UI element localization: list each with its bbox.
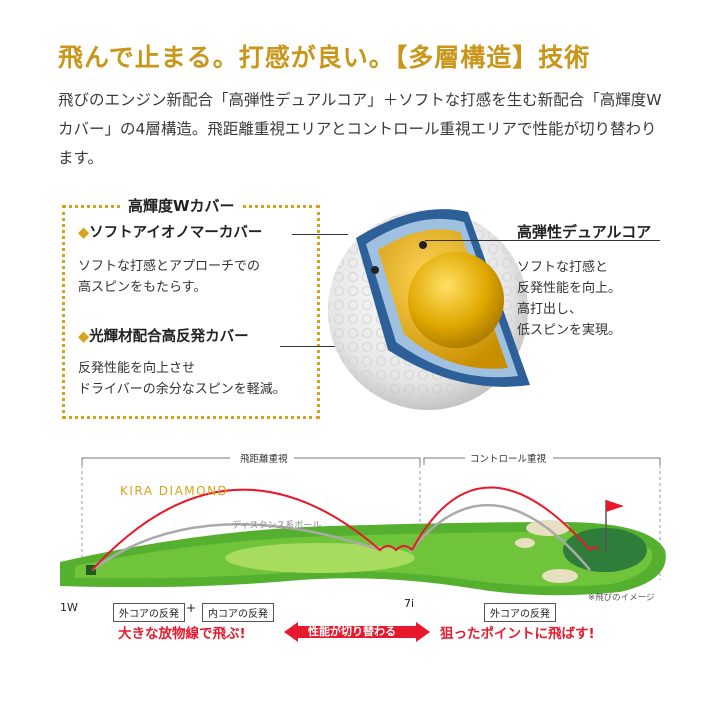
kira-trajectory-approach [411,486,599,552]
trajectory-diagram [60,450,666,596]
inner-core [408,252,504,348]
cover-item1-desc-line1: ソフトな打感とアプローチでの [78,259,261,274]
golf-ball-cutaway-illustration [328,209,530,410]
switch-arrow-icon [284,622,430,642]
core-desc-line1: ソフトな打感と [517,260,609,275]
core-title: 高弾性デュアルコア [517,223,652,241]
core-desc: ソフトな打感と 反発性能を向上。 高打出し、 低スピンを実現。 [517,257,621,341]
cover-item1-name: ソフトアイオノマーカバー [89,225,263,241]
switch-label: 性能が切り替わる [308,625,396,638]
cover-item1-desc: ソフトな打感とアプローチでの 高スピンをもたらす。 [78,256,260,298]
green [563,528,647,572]
headline: 飛んで止まる。打感が良い。【多層構造】技術 [58,43,591,72]
flag-icon [606,500,624,512]
cover-item2-desc-line1: 反発性能を向上させ [78,361,196,376]
zone-label-distance: 飛距離重視 [240,454,288,465]
slogan-control: 狙ったポイントに飛ばす! [440,626,595,642]
label-outer-core-right: 外コアの反発 [484,603,556,622]
cover-item2-desc-line2: ドライバーの余分なスピンを軽減。 [78,382,286,397]
bunker-3 [515,538,535,548]
zone-label-control: コントロール重視 [470,454,547,465]
pointer-dot-cover-outer [419,241,427,249]
cover-item1-desc-line2: 高スピンをもたらす。 [78,280,207,295]
comparison-trajectory-drive [91,523,381,572]
pointer-dot-cover-inner [371,266,379,274]
diamond-bullet-icon: ◆ [78,225,90,241]
cover-item1-title: ◆ソフトアイオノマーカバー [78,221,262,242]
cover-item2-name: 光輝材配合高反発カバー [89,329,249,345]
image-note: ※飛びのイメージ [588,593,655,603]
cover-item2-desc: 反発性能を向上させ ドライバーの余分なスピンを軽減。 [78,358,286,400]
club-label-7i: 7i [404,597,415,610]
diamond-bullet-icon: ◆ [78,329,90,345]
core-desc-line3: 高打出し、 [517,302,583,317]
leader-line-item2 [280,346,372,347]
leader-line-item1 [292,234,348,235]
label-outer-core: 外コアの反発 [113,603,185,622]
comparison-trajectory-approach [409,503,591,571]
cover-title: 高輝度Wカバー [122,195,241,216]
label-inner-core: 内コアの反発 [202,603,274,622]
landing-area [225,543,415,573]
club-label-1w: 1W [60,601,78,614]
brand-label: KIRA DIAMOND [120,484,229,498]
plus-sign: + [186,601,197,615]
kira-trajectory-drive [91,488,413,571]
core-desc-line2: 反発性能を向上。 [517,281,622,296]
tee-box [86,565,96,575]
leader-line-core [425,240,660,241]
comparison-label: ディスタンス系ボール [232,521,322,531]
core-desc-line4: 低スピンを実現。 [517,323,622,338]
intro-text: 飛びのエンジン新配合「高弾性デュアルコア」＋ソフトな打感を生む新配合「高輝度Wカ… [58,91,662,167]
slogan-distance: 大きな放物線で飛ぶ! [118,626,246,642]
cover-item2-title: ◆光輝材配合高反発カバー [78,325,249,346]
bunker-2 [542,569,578,583]
